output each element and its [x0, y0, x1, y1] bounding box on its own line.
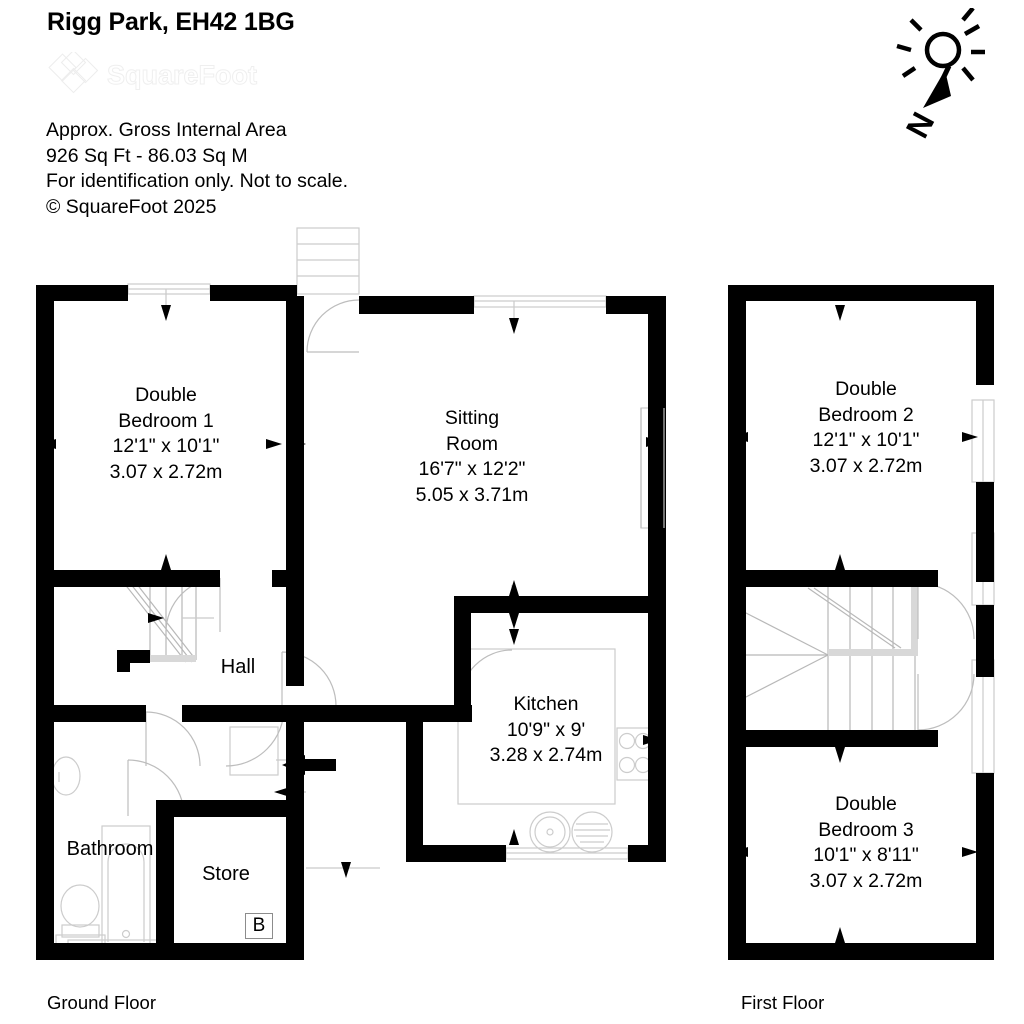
store-detail	[229, 726, 279, 776]
sun-icon	[924, 31, 962, 69]
toilet-icon	[60, 884, 100, 928]
first-floor-plan	[728, 285, 995, 960]
kitchen-units	[457, 648, 652, 805]
page-title: Rigg Park, EH42 1BG	[47, 8, 295, 36]
info-line-2: 926 Sq Ft - 86.03 Sq M	[46, 144, 248, 167]
door-arcs-first	[917, 582, 975, 731]
kitchen-sink	[529, 811, 613, 853]
walls-ground	[36, 285, 666, 960]
door-arcs	[127, 299, 513, 817]
north-arrow-icon	[923, 64, 952, 108]
info-line-1: Approx. Gross Internal Area	[46, 119, 287, 141]
caption-first-floor: First Floor	[741, 992, 825, 1013]
dimension-arrows-first	[732, 305, 978, 943]
area-info-block: Approx. Gross Internal Area 926 Sq Ft - …	[46, 118, 348, 220]
window-kitchen-bottom	[505, 847, 629, 860]
info-line-4: © SquareFoot 2025	[46, 195, 217, 218]
ground-floor-plan	[36, 227, 666, 960]
info-line-3: For identification only. Not to scale.	[46, 170, 349, 192]
window-bed2-right	[971, 399, 995, 483]
sun-rays-icon	[896, 8, 985, 82]
watermark-text: SquareFoot	[107, 60, 257, 90]
window-bed1-top	[127, 283, 211, 295]
external-steps	[296, 227, 360, 295]
caption-ground-floor: Ground Floor	[47, 992, 156, 1013]
dimension-arrows-ground	[40, 305, 662, 878]
bathroom-fixtures	[51, 756, 151, 949]
entrance-arrow-icon	[282, 755, 336, 775]
boiler-marker: B	[245, 913, 273, 939]
walls-first	[728, 285, 994, 960]
compass-north-icon: N	[896, 8, 985, 143]
washbasin-icon	[51, 756, 81, 796]
staircase-first	[743, 585, 918, 730]
squarefoot-logo-watermark: SquareFoot	[48, 52, 258, 94]
window-sitting-top	[473, 295, 607, 308]
